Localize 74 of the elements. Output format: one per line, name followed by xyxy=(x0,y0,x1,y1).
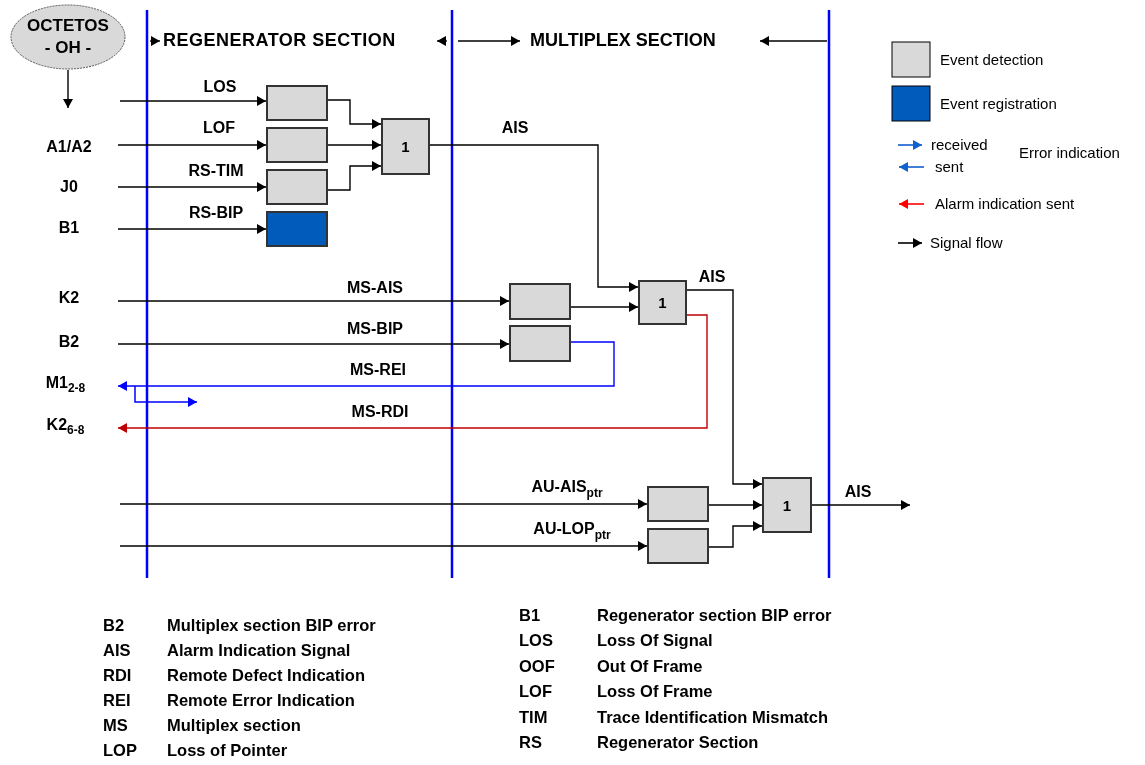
abbreviation: RDI xyxy=(103,665,132,685)
arrow xyxy=(117,296,510,306)
definition: Loss Of Frame xyxy=(597,681,713,702)
definition: Loss of Pointer xyxy=(167,740,288,760)
event-detection-box xyxy=(647,486,709,522)
arrow xyxy=(117,182,267,192)
definition: Trace Identification Mismatch xyxy=(597,706,829,727)
arrow xyxy=(117,140,267,150)
arrow xyxy=(570,302,639,312)
arrow xyxy=(327,161,382,191)
abbreviation: LOS xyxy=(519,630,553,651)
abbreviation: TIM xyxy=(519,706,548,727)
abbreviation: REI xyxy=(103,690,131,710)
definition: Regenerator section BIP error xyxy=(597,605,832,625)
definition: Multiplex section xyxy=(167,715,301,735)
signal-label: B1 xyxy=(20,216,118,240)
abbreviation: OOF xyxy=(519,655,555,676)
definition: Loss Of Signal xyxy=(597,630,713,651)
arrow xyxy=(327,140,382,150)
signal-label: K2 xyxy=(20,286,118,310)
arrow xyxy=(708,521,763,548)
arrow xyxy=(119,499,648,509)
signal-label: M1$_{2-8}$ xyxy=(20,372,118,398)
event-detection-box xyxy=(266,85,328,121)
definition: Remote Defect Indication xyxy=(167,665,366,685)
arrow xyxy=(117,224,267,234)
abbreviation: LOF xyxy=(519,681,552,702)
arrow xyxy=(686,289,763,489)
arrow xyxy=(63,69,73,109)
arrow xyxy=(119,541,648,551)
event-detection-box xyxy=(509,283,571,320)
overhead-ellipse: OCTETOS - OH - xyxy=(10,4,126,70)
signal-label: B2 xyxy=(20,330,118,354)
legend-group-label: Error indication xyxy=(1019,143,1120,163)
arrow xyxy=(119,96,267,106)
legend-label: sent xyxy=(935,157,964,177)
signal-label: A1/A2 xyxy=(20,108,118,157)
definition: Alarm Indication Signal xyxy=(167,640,351,660)
arrow xyxy=(117,341,615,391)
arrow xyxy=(117,314,708,433)
arrow xyxy=(327,99,382,129)
edge-label: AU-LOP$_{ptr}$ xyxy=(531,520,613,544)
signal-label: J0 xyxy=(20,175,118,199)
arrow xyxy=(811,500,911,510)
arrow xyxy=(708,500,763,510)
legend-label: Alarm indication sent xyxy=(935,194,1075,214)
legend-label: Event detection xyxy=(940,50,1044,70)
edge-label: AU-AIS$_{ptr}$ xyxy=(529,478,605,502)
definition: Multiplex section BIP error xyxy=(167,615,376,635)
logic-gate-box: 1 xyxy=(381,118,430,175)
event-detection-box xyxy=(266,169,328,205)
event-registration-box xyxy=(266,211,328,247)
signal-label: K2$_{6-8}$ xyxy=(20,414,118,440)
legend-label: Signal flow xyxy=(930,233,1003,253)
legend-label: received xyxy=(931,135,988,155)
abbreviation: AIS xyxy=(103,640,131,660)
event-detection-box xyxy=(647,528,709,564)
abbreviation: B2 xyxy=(103,615,125,635)
definition: Out Of Frame xyxy=(597,655,703,676)
section-heading: REGENERATOR SECTION xyxy=(163,30,396,50)
abbreviation: MS xyxy=(103,715,128,735)
arrow xyxy=(429,144,639,292)
event-detection-box xyxy=(509,325,571,362)
abbreviation: RS xyxy=(519,732,542,752)
abbreviation: LOP xyxy=(103,740,137,760)
section-heading: MULTIPLEX SECTION xyxy=(530,30,716,50)
definition: Remote Error Indication xyxy=(167,690,355,710)
logic-gate-box: 1 xyxy=(762,477,812,533)
legend-label: Event registration xyxy=(940,94,1057,114)
definition: Regenerator Section xyxy=(597,732,759,752)
arrow xyxy=(117,339,510,349)
abbreviation: B1 xyxy=(519,605,541,625)
logic-gate-box: 1 xyxy=(638,280,687,325)
event-detection-box xyxy=(266,127,328,163)
